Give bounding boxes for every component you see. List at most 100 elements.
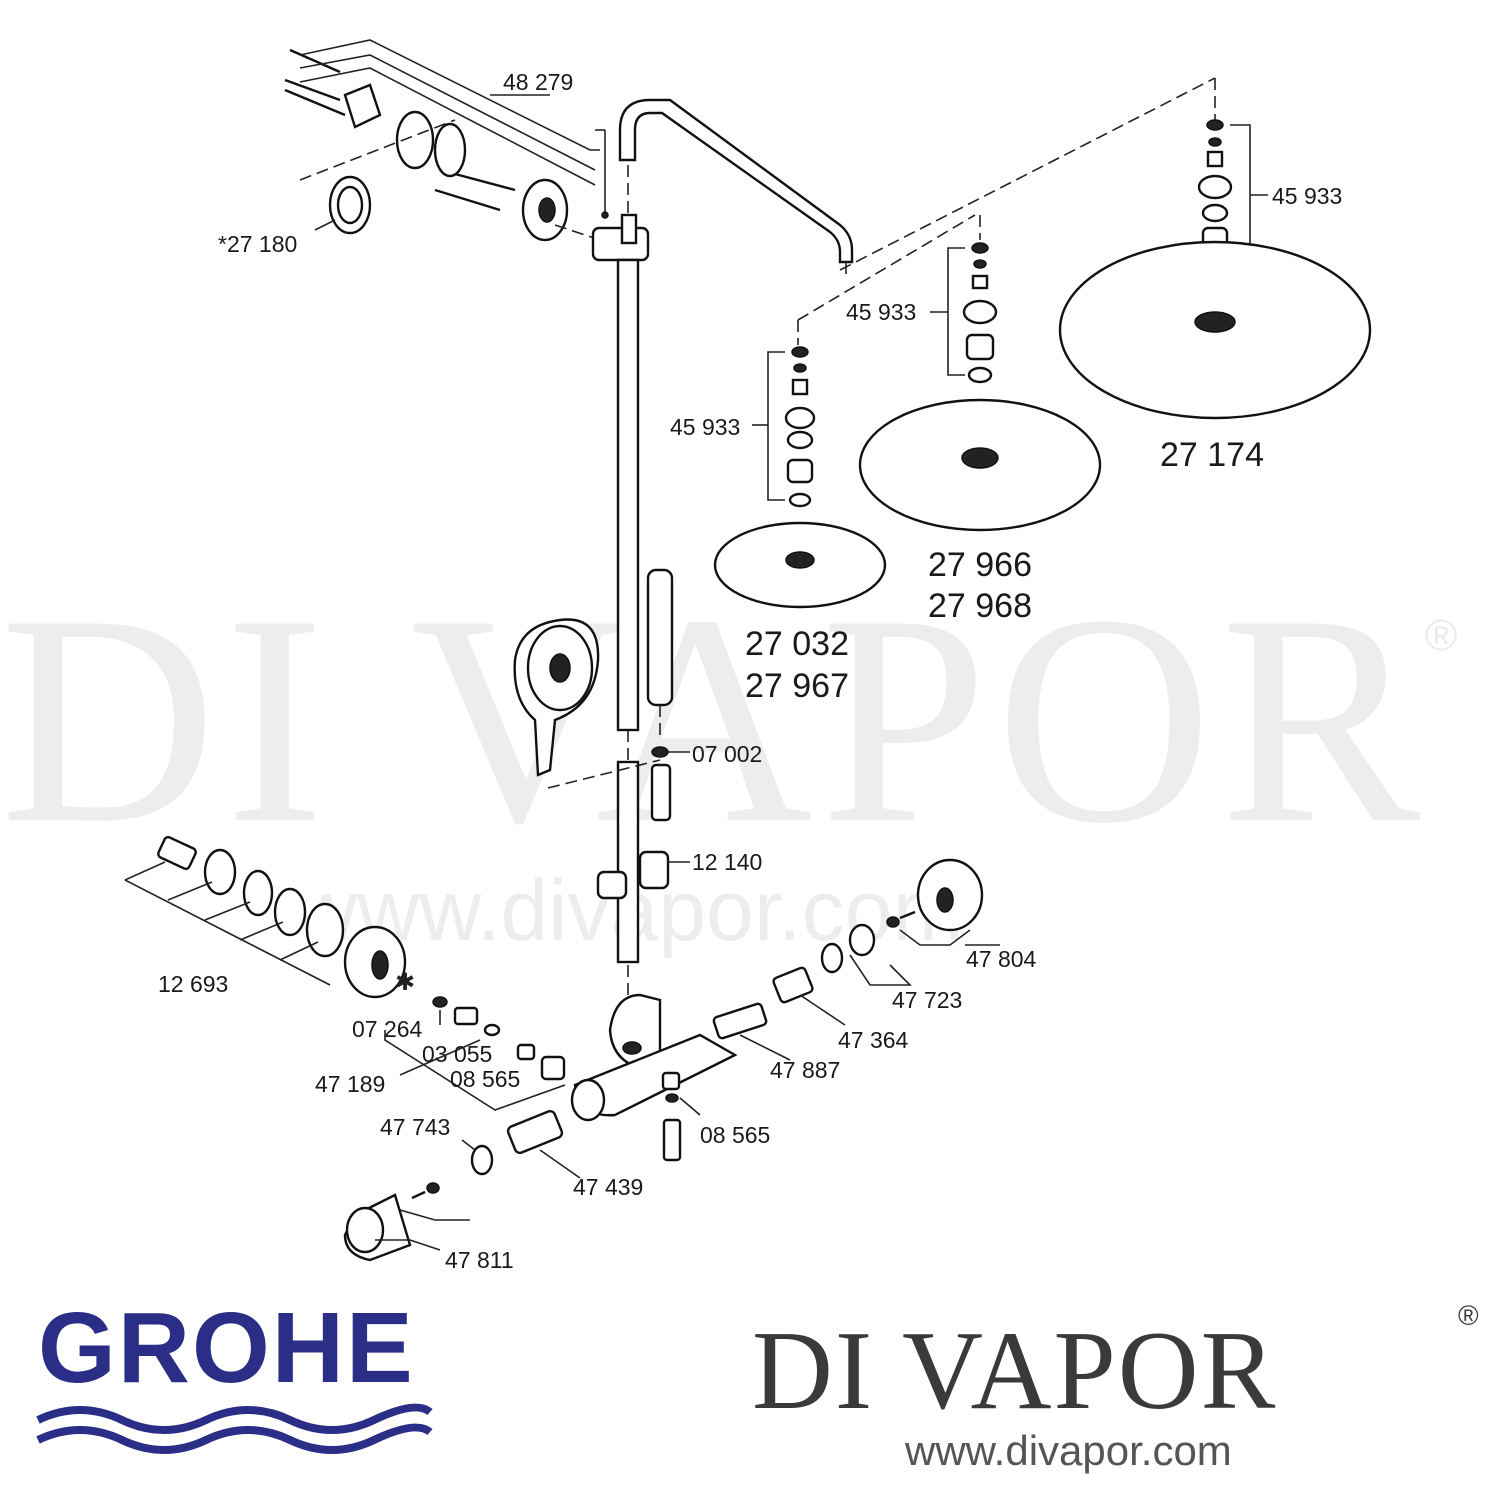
slider-body [596,870,628,900]
callout-line [124,861,166,881]
callout-line [239,921,284,941]
divapor-logo: DI VAPOR ® www.divapor.com [752,1300,1479,1474]
wall-connector [608,993,662,1070]
head-shower-27174-center [1194,311,1236,333]
ball-joint [1197,174,1233,200]
callout-line [299,67,596,186]
bracket-body [433,122,467,178]
callout-line [279,941,319,961]
thermostat-body-group [570,858,1000,1162]
thermostat-handle-center [371,950,389,980]
divapor-url: www.divapor.com [904,1427,1232,1474]
part-label-12140: 12 140 [692,849,762,875]
grohe-logo: GROHE [36,1292,433,1454]
washer [1206,119,1224,131]
washer [886,916,900,928]
part-label-07264: 07 264 [352,1016,423,1042]
outlet-connector [662,1118,682,1162]
nut [786,458,814,484]
part-label-27968: 27 968 [928,587,1032,625]
screw [289,48,341,74]
part-label-45933-large: 45 933 [1272,183,1342,209]
callout-line [399,1209,470,1221]
overhead-shower-group [713,77,1372,609]
ring [820,942,844,974]
part-label-47743: 47 743 [380,1114,450,1140]
stop-valve-group [343,1109,581,1262]
nut [305,902,345,958]
ring-47743 [470,1144,494,1176]
star-clip-icon: ✱ [395,968,415,996]
part-label-12693: 12 693 [158,971,228,997]
o-ring [395,110,435,170]
washer [971,242,989,254]
callout-line [124,879,331,986]
stop-47723 [848,923,876,957]
callout-line [299,39,600,151]
axis-line [547,759,661,789]
head-shower-27966-center [961,447,999,469]
flange-27180-inner [336,185,364,225]
axis-line [299,119,456,181]
wall-anchor [343,83,382,129]
part-label-27967: 27 967 [745,667,849,705]
callout-line [849,954,912,986]
callout-line [679,1097,701,1116]
o-ring [273,887,307,937]
cartridge-tip [157,835,197,871]
part-label-47364: 47 364 [838,1027,909,1053]
part-label-07002: 07 002 [692,741,762,767]
part-label-27966: 27 966 [928,546,1032,584]
part-label-47189: 47 189 [315,1071,385,1097]
screw [284,78,341,102]
screw [411,1190,426,1200]
part-label-03055: 03 055 [422,1041,492,1067]
o-ring [483,1023,501,1037]
flow-handle-center [936,887,954,913]
screw [434,188,501,212]
divapor-wordmark: DI VAPOR [752,1309,1277,1433]
part-label-47887: 47 887 [770,1057,840,1083]
rail-top-holder [591,226,650,262]
callout-line [461,1139,476,1151]
part-label-47439: 47 439 [573,1174,643,1200]
part-label-47811: 47 811 [445,1247,514,1273]
callout-line [899,929,971,946]
part-label-08565-right: 08 565 [700,1122,770,1148]
ball-joint [962,299,998,325]
watermark: DI VAPOR ® www.divapor.com [0,553,1457,959]
nut [1206,150,1224,168]
washer-08565 [665,1093,679,1103]
hose-connector [646,568,674,707]
part-label-47804: 47 804 [966,946,1037,972]
watermark-registered-mark: ® [1425,611,1457,660]
hose-end [650,763,672,822]
watermark-text: DI VAPOR [0,553,1428,885]
stop-handle-face [345,1206,385,1254]
part-label-48279: 48 279 [503,69,573,95]
nut-08565 [516,1043,536,1061]
divapor-registered-mark: ® [1458,1300,1479,1331]
part-label-27174: 27 174 [1160,436,1264,474]
washer [791,346,809,358]
callout-line [539,1149,581,1179]
wall-bracket-group [284,39,609,242]
o-ring [786,430,814,450]
part-label-45933-medium: 45 933 [846,299,916,325]
part-label-47723: 47 723 [892,987,962,1013]
o-ring [242,869,274,917]
marker-dot [601,211,609,219]
callout-line [204,901,251,921]
shower-rail-lower [616,760,640,964]
callout-line [299,54,596,171]
left-handle-group: ✱ [124,835,566,1111]
screw [284,88,346,117]
o-ring [967,366,993,384]
washer [793,363,807,373]
riser-rail [591,98,854,1000]
bracket-cover-hole [538,197,556,223]
rail-top-connector [620,213,638,245]
hand-shower-group [513,568,690,900]
ring [203,848,237,896]
